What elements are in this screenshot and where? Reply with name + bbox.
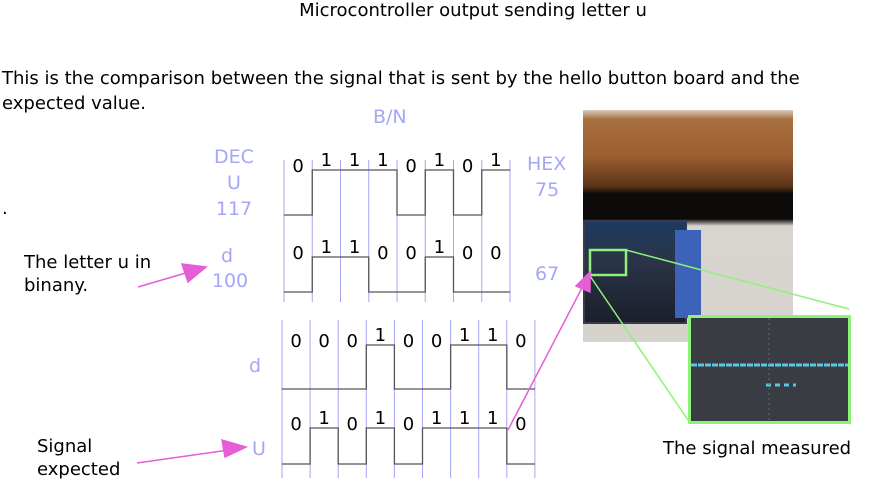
arrow-head-icon (574, 270, 591, 294)
char-d-top: d (220, 245, 234, 267)
top-waveform-0 (284, 169, 510, 216)
bit-label: 1 (431, 408, 442, 429)
bit-label: 1 (321, 150, 332, 171)
bottom-waveform-1 (282, 427, 535, 465)
bit-label: 0 (403, 331, 414, 352)
signal-measured-note: The signal measured (663, 438, 852, 459)
bit-label: 1 (434, 150, 445, 171)
bit-label: 1 (375, 408, 386, 429)
dec-label: DEC (214, 146, 254, 168)
top-waveform-1 (284, 256, 510, 293)
bit-label: 1 (318, 408, 329, 429)
zoomed-signal-inset (688, 315, 851, 424)
zoom-line-bottom (589, 275, 689, 421)
bit-label: 0 (462, 243, 473, 264)
bit-label: 1 (490, 150, 501, 171)
arrow-head-icon (180, 263, 208, 284)
bit-label: 0 (462, 156, 473, 177)
bit-label: 0 (515, 331, 526, 352)
bit-label: 0 (515, 414, 526, 435)
bit-label: 0 (292, 156, 303, 177)
dec-117: 117 (215, 198, 253, 220)
hex-75: 75 (535, 179, 560, 201)
intro-text: This is the comparison between the signa… (2, 68, 800, 114)
char-d-bottom: d (249, 355, 262, 377)
bit-label: 1 (321, 237, 332, 258)
bit-label: 0 (290, 331, 301, 352)
bit-label: 1 (487, 408, 498, 429)
signal-expected-note: Signal expected (37, 436, 121, 480)
bottom-waveform-0 (282, 344, 535, 390)
bit-label: 0 (403, 414, 414, 435)
hex-label: HEX (527, 153, 567, 175)
bit-label: 1 (459, 325, 470, 346)
bit-label: 0 (347, 414, 358, 435)
hex-67: 67 (535, 263, 560, 285)
bn-label: B/N (373, 106, 407, 128)
bit-label: 1 (375, 325, 386, 346)
bit-label: 0 (490, 243, 501, 264)
dot-text: . (2, 198, 8, 219)
bit-label: 0 (405, 243, 416, 264)
bit-label: 0 (347, 331, 358, 352)
bit-label: 0 (318, 331, 329, 352)
letter-binary-note: The letter u in binany. (24, 252, 152, 296)
bit-label: 0 (290, 414, 301, 435)
bit-label: 1 (377, 150, 388, 171)
bit-label: 0 (431, 331, 442, 352)
char-u-top: U (227, 172, 241, 194)
arrow-signal-expected (136, 448, 237, 464)
bit-label: 1 (459, 408, 470, 429)
bit-label: 0 (377, 243, 388, 264)
bit-label: 1 (487, 325, 498, 346)
arrow-head-icon (221, 438, 249, 459)
zoom-line-top (625, 249, 850, 310)
page-title: Microcontroller output sending letter u (299, 0, 647, 21)
bit-label: 0 (405, 156, 416, 177)
zoom-region-box (588, 248, 628, 277)
oscilloscope-screen (583, 220, 687, 324)
oscilloscope-photo (583, 110, 793, 342)
dec-100: 100 (211, 270, 249, 292)
bit-label: 0 (292, 243, 303, 264)
bit-label: 1 (434, 237, 445, 258)
zoomed-trace (691, 318, 848, 421)
char-u-bottom: U (252, 438, 266, 460)
bit-label: 1 (349, 237, 360, 258)
bit-label: 1 (349, 150, 360, 171)
arrow-to-scope (507, 283, 585, 431)
oscilloscope-menu (675, 230, 701, 318)
